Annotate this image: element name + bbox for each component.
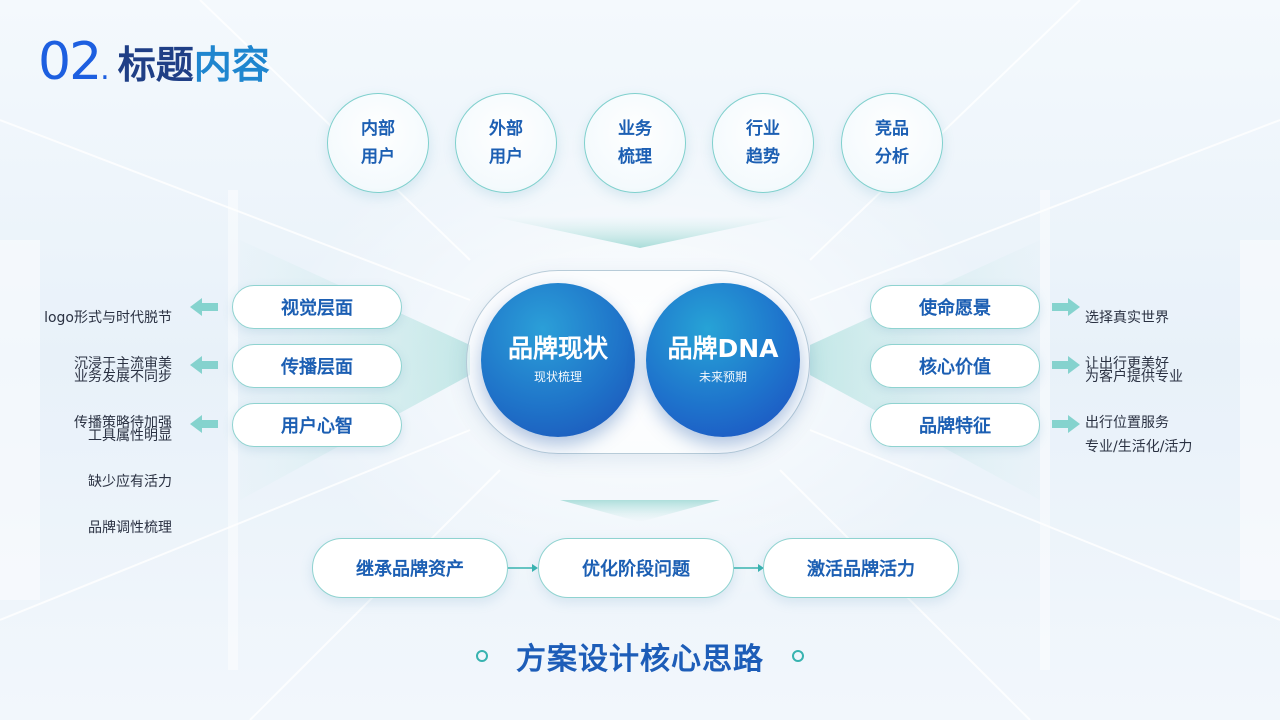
top-circle-competitor-analysis: 竞品分析: [841, 93, 943, 193]
left-note-visual: logo形式与时代脱节 沉浸于主流审美: [20, 284, 172, 399]
pill-visual-level: 视觉层面: [232, 285, 402, 329]
note-line: 沉浸于主流审美: [74, 356, 172, 372]
note-line: 专业/生活化/活力: [1085, 439, 1193, 455]
page-title: 02 . 标题 内容: [38, 26, 270, 90]
arrow-left-icon: [190, 298, 218, 316]
note-line: 缺少应有活力: [88, 474, 172, 490]
title-part1: 标题: [117, 43, 194, 87]
pill-communication-level: 传播层面: [232, 344, 402, 388]
footer-caption: 方案设计核心思路: [470, 634, 810, 678]
step-activate-brand: 激活品牌活力: [763, 538, 959, 598]
arrow-right-icon: [508, 564, 538, 572]
note-line: 出行位置服务: [1085, 415, 1169, 431]
top-circle-external-users: 外部用户: [455, 93, 557, 193]
top-circle-industry-trends: 行业趋势: [712, 93, 814, 193]
top-circle-line2: 趋势: [746, 147, 780, 167]
top-circle-line1: 竞品: [875, 119, 909, 139]
step-optimize-issues: 优化阶段问题: [538, 538, 734, 598]
right-note-core-value: 为客户提供专业 出行位置服务: [1085, 343, 1265, 458]
right-note-features: 专业/生活化/活力: [1085, 413, 1265, 482]
top-circle-business-review: 业务梳理: [584, 93, 686, 193]
footer-text: 方案设计核心思路: [516, 642, 764, 677]
pill-user-mind: 用户心智: [232, 403, 402, 447]
pill-core-value: 核心价值: [870, 344, 1040, 388]
top-circle-line1: 外部: [489, 119, 523, 139]
right-note-mission: 选择真实世界 让出行更美好: [1085, 284, 1265, 399]
note-line: 工具属性明显: [88, 428, 172, 444]
pill-brand-features: 品牌特征: [870, 403, 1040, 447]
ring-icon: [476, 650, 488, 662]
arrow-right-icon: [1052, 298, 1080, 316]
top-circle-line1: 业务: [618, 119, 652, 139]
note-line: 业务发展不同步: [74, 369, 172, 385]
brand-status-subtitle: 现状梳理: [533, 370, 582, 384]
title-part2: 内容: [193, 43, 270, 87]
note-line: 品牌调性梳理: [88, 520, 172, 536]
top-circle-line2: 用户: [489, 147, 523, 167]
brand-dna-title: 品牌DNA: [667, 334, 779, 363]
arrow-right-icon: [1052, 356, 1080, 374]
top-circle-line1: 行业: [746, 119, 780, 139]
note-line: 选择真实世界: [1085, 310, 1169, 326]
top-circle-line1: 内部: [361, 119, 395, 139]
brand-dna-subtitle: 未来预期: [698, 370, 747, 384]
arrow-left-icon: [190, 415, 218, 433]
arrow-right-icon: [734, 564, 764, 572]
brand-dna-circle: 品牌DNA 未来预期: [646, 283, 800, 437]
arrow-left-icon: [190, 356, 218, 374]
ring-icon: [792, 650, 804, 662]
brand-status-title: 品牌现状: [507, 334, 608, 363]
pill-mission-vision: 使命愿景: [870, 285, 1040, 329]
top-circle-line2: 分析: [875, 147, 909, 167]
section-number: 02: [38, 32, 102, 92]
left-note-user-mind: 工具属性明显 缺少应有活力 品牌调性梳理: [20, 402, 172, 563]
brand-status-circle: 品牌现状 现状梳理: [481, 283, 635, 437]
note-line: logo形式与时代脱节: [44, 310, 172, 326]
top-circle-line2: 用户: [361, 147, 395, 167]
top-circle-line2: 梳理: [618, 147, 652, 167]
top-circle-internal-users: 内部用户: [327, 93, 429, 193]
left-note-communication: 业务发展不同步 传播策略待加强: [20, 343, 172, 458]
section-dot: .: [100, 52, 110, 87]
arrow-right-icon: [1052, 415, 1080, 433]
note-line: 传播策略待加强: [74, 415, 172, 431]
note-line: 为客户提供专业: [1085, 369, 1183, 385]
step-inherit-brand-assets: 继承品牌资产: [312, 538, 508, 598]
note-line: 让出行更美好: [1085, 356, 1169, 372]
